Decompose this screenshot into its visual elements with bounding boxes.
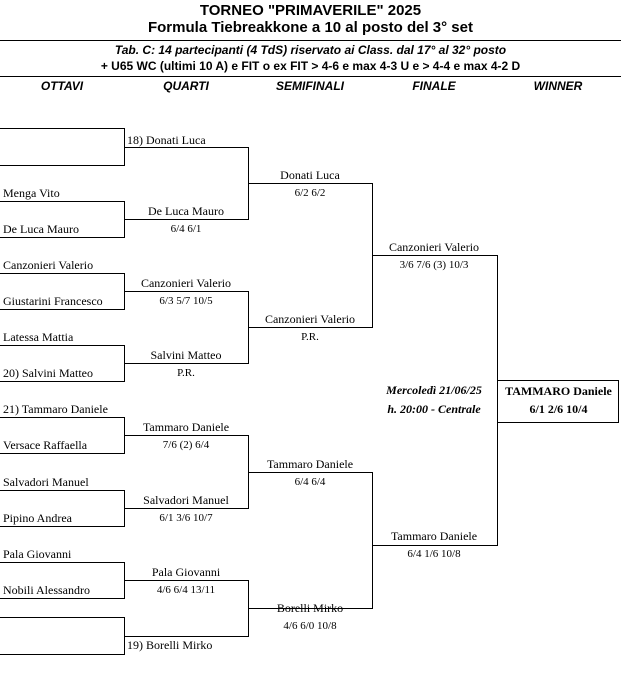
ottavi-player-4: De Luca Mauro xyxy=(3,222,79,236)
ottavi-player-8: 20) Salvini Matteo xyxy=(3,366,93,380)
column-header-winner: WINNER xyxy=(533,79,583,93)
semi-score-2: P.R. xyxy=(301,331,319,343)
quarti-score-7: 4/6 6/4 13/11 xyxy=(156,584,216,596)
final-match-date: Mercoledì 21/06/25 xyxy=(386,383,482,397)
ottavi-player-14: Nobili Alessandro xyxy=(3,583,90,597)
quarti-winner-5: Tammaro Daniele xyxy=(142,420,230,434)
column-header-ottavi: OTTAVI xyxy=(40,79,84,93)
semi-bracket-2 xyxy=(248,472,373,609)
tournament-format: Formula Tiebreakkone a 10 al posto del 3… xyxy=(147,19,473,36)
ottavi-player-2: 18) Donati Luca xyxy=(127,133,206,147)
ottavi-player-9: 21) Tammaro Daniele xyxy=(3,402,108,416)
final-bracket xyxy=(372,255,498,546)
quarti-winner-4: Salvini Matteo xyxy=(150,348,222,362)
winner-name: TAMMARO Daniele xyxy=(505,384,612,398)
ottavi-player-11: Salvadori Manuel xyxy=(3,475,89,489)
quarti-winner-7: Pala Giovanni xyxy=(151,565,221,579)
ottavi-bracket-1 xyxy=(0,128,125,166)
ottavi-player-6: Giustarini Francesco xyxy=(3,294,103,308)
ottavi-bracket-8 xyxy=(0,617,125,655)
quarti-winner-2: De Luca Mauro xyxy=(148,204,224,218)
quarti-winner-6: Salvadori Manuel xyxy=(143,493,229,507)
finalist-1-score: 3/6 7/6 (3) 10/3 xyxy=(399,259,469,271)
column-header-semifinali: SEMIFINALI xyxy=(276,79,344,93)
ottavi-player-3: Menga Vito xyxy=(3,186,60,200)
ottavi-player-16: 19) Borelli Mirko xyxy=(127,638,213,652)
semi-bracket-1 xyxy=(248,183,373,328)
column-header-quarti: QUARTI xyxy=(163,79,209,93)
eligibility-note-line2: + U65 WC (ultimi 10 A) e FIT o ex FIT > … xyxy=(100,59,521,73)
finalist-2: Tammaro Daniele xyxy=(390,529,478,543)
winner-score: 6/1 2/6 10/4 xyxy=(529,402,588,416)
semi-score-4: 4/6 6/0 10/8 xyxy=(283,620,337,632)
eligibility-note-line1: Tab. C: 14 partecipanti (4 TdS) riservat… xyxy=(114,43,507,57)
semi-score-3: 6/4 6/4 xyxy=(294,476,326,488)
winner-box xyxy=(497,380,619,423)
column-header-finale: FINALE xyxy=(412,79,456,93)
final-match-time: h. 20:00 - Centrale xyxy=(387,402,481,416)
semi-winner-1: Donati Luca xyxy=(280,168,340,182)
quarti-score-3: 6/3 5/7 10/5 xyxy=(159,295,213,307)
finalist-2-score: 6/4 1/6 10/8 xyxy=(407,548,461,560)
ottavi-player-10: Versace Raffaella xyxy=(3,438,88,452)
header-divider-top xyxy=(0,40,621,41)
semi-winner-2: Canzonieri Valerio xyxy=(264,312,356,326)
finalist-1: Canzonieri Valerio xyxy=(388,240,480,254)
quarti-score-2: 6/4 6/1 xyxy=(170,223,202,235)
quarti-winner-3: Canzonieri Valerio xyxy=(140,276,232,290)
ottavi-player-12: Pipino Andrea xyxy=(3,511,72,525)
semi-winner-3: Tammaro Daniele xyxy=(266,457,354,471)
ottavi-player-5: Canzonieri Valerio xyxy=(3,258,94,272)
ottavi-player-13: Pala Giovanni xyxy=(3,547,72,561)
ottavi-player-7: Latessa Mattia xyxy=(3,330,74,344)
tournament-title: TORNEO "PRIMAVERILE" 2025 xyxy=(199,2,422,19)
header-divider-bottom xyxy=(0,76,621,77)
semi-winner-4: Borelli Mirko xyxy=(276,601,344,615)
quarti-score-4: P.R. xyxy=(177,367,195,379)
semi-score-1: 6/2 6/2 xyxy=(294,187,326,199)
quarti-score-5: 7/6 (2) 6/4 xyxy=(162,439,210,451)
quarti-score-6: 6/1 3/6 10/7 xyxy=(159,512,213,524)
